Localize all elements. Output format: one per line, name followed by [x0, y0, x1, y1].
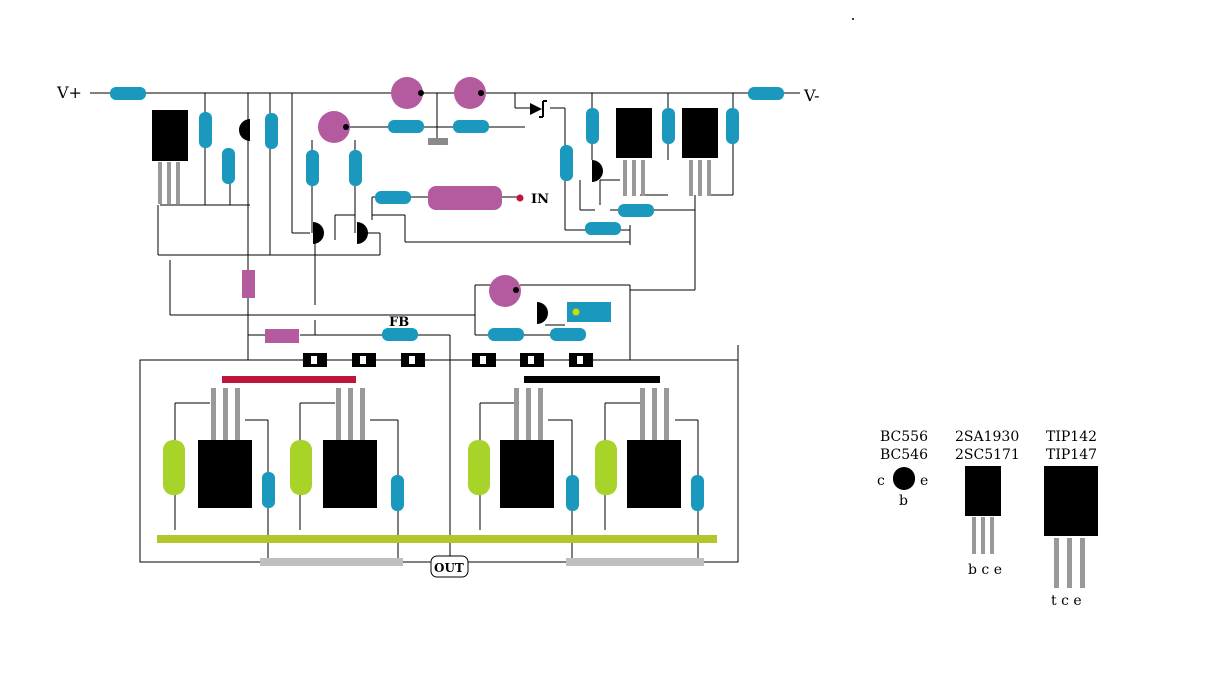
resistor: [375, 191, 411, 204]
lime-capacitor: [163, 440, 185, 495]
trimmer-wiper-dot: [572, 308, 580, 316]
resistor: [388, 120, 424, 133]
power-transistor: [198, 440, 252, 508]
resistor: [349, 150, 362, 186]
zener-diode: [530, 100, 547, 118]
power-transistor: [323, 440, 377, 508]
capacitor-small: [265, 329, 299, 343]
ground-bus-bar: [157, 535, 717, 543]
legend-model-5: TIP142: [1046, 429, 1097, 445]
resistor: [265, 113, 278, 149]
power-transistor: [500, 440, 554, 508]
capacitor: [318, 111, 350, 143]
emitter-resistor: [520, 353, 544, 367]
driver-transistor-icon: [965, 466, 1001, 516]
capacitor: [391, 77, 423, 109]
resistor: [662, 108, 675, 144]
legend-model-1: BC556: [880, 429, 928, 445]
resistor: [110, 87, 146, 100]
output-bus-right: [566, 558, 704, 566]
resistor: [585, 222, 621, 235]
transistor: [537, 302, 548, 324]
capacitor-small: [242, 270, 255, 298]
resistor: [726, 108, 739, 144]
small-transistors: [239, 119, 603, 324]
emitter-resistor-row: [303, 353, 593, 367]
resistor: [382, 328, 418, 341]
emitter-resistor: [472, 353, 496, 367]
v-minus-label: V-: [803, 86, 820, 105]
driver-transistors: [152, 108, 718, 204]
power-transistor-icon: [1044, 466, 1098, 536]
legend-model-6: TIP147: [1046, 447, 1097, 463]
emitter-resistor: [352, 353, 376, 367]
lime-capacitor: [290, 440, 312, 495]
driver-pins: b c e: [968, 562, 1002, 578]
lime-capacitor: [595, 440, 617, 495]
capacitors: [242, 77, 521, 343]
negative-bus-bar: [524, 376, 660, 383]
input-terminal: [516, 194, 524, 202]
stray-dot: [852, 18, 854, 20]
transistor: [313, 222, 324, 244]
resistor: [488, 328, 524, 341]
resistor: [618, 204, 654, 217]
lime-capacitor: [468, 440, 490, 495]
output-transistors: [163, 388, 681, 508]
power-transistor: [627, 440, 681, 508]
positive-bus-bar: [222, 376, 356, 383]
legend-model-4: 2SC5171: [955, 447, 1020, 463]
resistor: [566, 475, 579, 511]
output-bus-left: [260, 558, 403, 566]
legend-power-transistor: TIP142 TIP147 t c e: [1044, 429, 1098, 609]
legend-model-2: BC546: [880, 447, 928, 463]
driver-transistor: [616, 108, 652, 158]
resistor: [560, 145, 573, 181]
resistor: [453, 120, 489, 133]
transistor: [592, 160, 603, 182]
transistor: [357, 222, 368, 244]
emitter-resistor: [569, 353, 593, 367]
resistor: [691, 475, 704, 511]
feedback-label: FB: [389, 315, 409, 330]
resistor: [199, 112, 212, 148]
resistor: [306, 150, 319, 186]
emitter-resistor: [303, 353, 327, 367]
legend-small-transistor: BC556 BC546 c b e: [877, 429, 928, 509]
resistor: [586, 108, 599, 144]
power-pins: t c e: [1051, 593, 1082, 609]
capacitor: [454, 77, 486, 109]
driver-transistor: [682, 108, 718, 158]
pin-c: c: [877, 473, 885, 489]
output-label: OUT: [434, 561, 464, 575]
legend-driver-transistor: 2SA1930 2SC5171 b c e: [955, 429, 1020, 578]
pin-b: b: [899, 493, 908, 509]
regulator-transistor: [152, 110, 188, 161]
resistors: [110, 87, 784, 511]
transistor: [239, 119, 250, 141]
resistor: [222, 148, 235, 184]
capacitor: [489, 275, 521, 307]
resistor: [262, 472, 275, 508]
trimmer-resistor: [567, 302, 611, 322]
emitter-resistor: [401, 353, 425, 367]
output-terminal-box: [430, 555, 469, 578]
resistor: [748, 87, 784, 100]
resistor: [391, 475, 404, 511]
input-label: IN: [531, 192, 549, 207]
pin-e: e: [920, 473, 928, 489]
legend-model-3: 2SA1930: [955, 429, 1019, 445]
resistor: [550, 328, 586, 341]
v-plus-label: V+: [56, 83, 82, 102]
input-capacitor: [428, 186, 502, 210]
ground-pad: [428, 138, 448, 145]
